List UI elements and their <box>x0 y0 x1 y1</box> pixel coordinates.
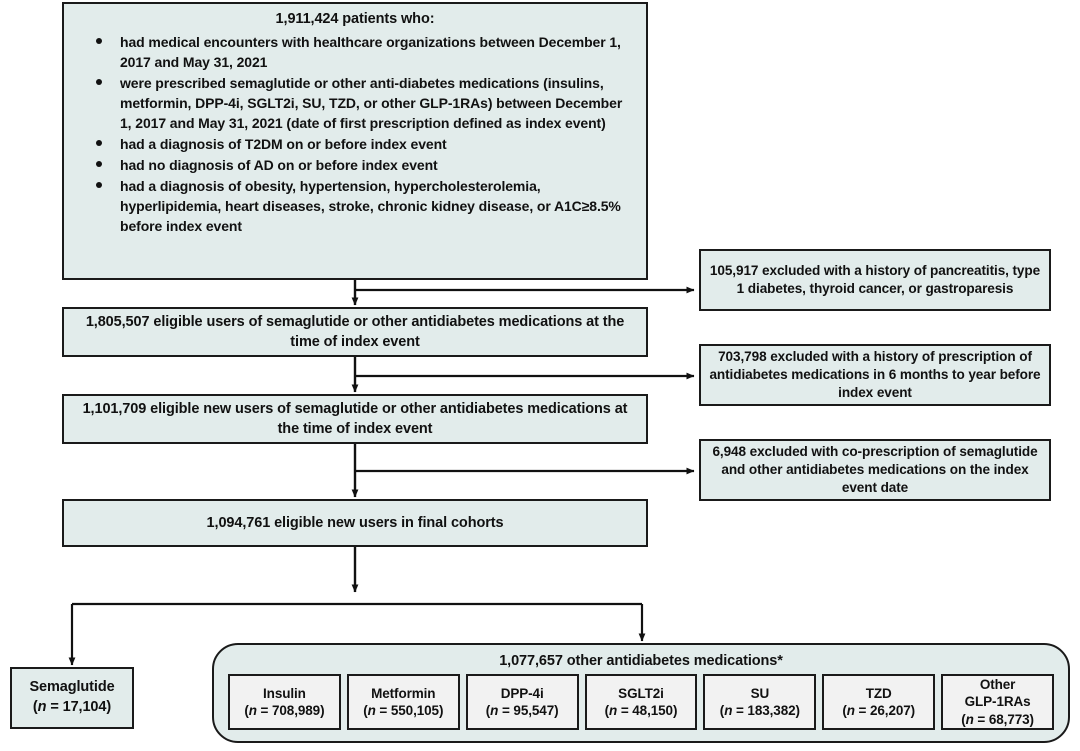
medication-box-tzd: TZD (n = 26,207) <box>822 674 936 730</box>
final-cohorts-box: 1,094,761 eligible new users in final co… <box>62 499 648 547</box>
criteria-text: had medical encounters with healthcare o… <box>120 33 621 70</box>
exclusion-box-1: 105,917 excluded with a history of pancr… <box>699 249 1051 311</box>
medication-name: SU <box>750 685 770 701</box>
medication-box-dpp4i: DPP-4i (n = 95,547) <box>465 674 579 730</box>
medication-name: DPP-4i <box>500 685 544 701</box>
cohort-source-box: 1,911,424 patients who: had medical enco… <box>62 2 648 280</box>
exclusion-box-2: 703,798 excluded with a history of presc… <box>699 344 1051 406</box>
exclusion-box-3: 6,948 excluded with co-prescription of s… <box>699 439 1051 501</box>
medication-box-metformin: Metformin (n = 550,105) <box>346 674 460 730</box>
medication-n: (n = 68,773) <box>961 711 1034 727</box>
bullet-icon <box>96 181 102 188</box>
criteria-item: had a diagnosis of obesity, hypertension… <box>74 176 636 236</box>
cohort-headline: 1,911,424 patients who: <box>275 11 435 27</box>
semaglutide-n: (n = 17,104) <box>32 699 112 715</box>
semaglutide-arm-box: Semaglutide (n = 17,104) <box>10 667 134 729</box>
medication-name-line2: GLP-1RAs <box>964 694 1031 710</box>
criteria-item: were prescribed semaglutide or other ant… <box>74 73 636 133</box>
criteria-item: had no diagnosis of AD on or before inde… <box>74 155 636 175</box>
semaglutide-label: Semaglutide <box>29 679 115 696</box>
criteria-item: had medical encounters with healthcare o… <box>74 32 636 72</box>
criteria-text: had no diagnosis of AD on or before inde… <box>120 156 438 173</box>
medication-box-su: SU (n = 183,382) <box>703 674 817 730</box>
bullet-icon <box>96 160 102 167</box>
medication-name: TZD <box>865 685 892 701</box>
eligible-users-box: 1,805,507 eligible users of semaglutide … <box>62 307 648 357</box>
medication-name-line1: Other <box>979 677 1016 693</box>
criteria-item: had a diagnosis of T2DM on or before ind… <box>74 134 636 154</box>
criteria-text: were prescribed semaglutide or other ant… <box>120 74 623 131</box>
medication-name: Metformin <box>371 685 436 701</box>
medication-box-insulin: Insulin (n = 708,989) <box>228 674 341 730</box>
cohort-criteria-list: had medical encounters with healthcare o… <box>74 32 636 237</box>
eligible-new-users-box: 1,101,709 eligible new users of semaglut… <box>62 394 648 444</box>
bullet-icon <box>96 78 102 85</box>
medication-n: (n = 26,207) <box>842 703 916 718</box>
medication-name: Insulin <box>263 685 306 701</box>
medication-breakdown-row: Insulin (n = 708,989) Metformin (n = 550… <box>224 674 1058 732</box>
bullet-icon <box>96 37 102 44</box>
other-arm-title: 1,077,657 other antidiabetes medications… <box>499 653 783 669</box>
medication-n: (n = 95,547) <box>485 703 559 718</box>
medication-box-other-glp1ras: Other GLP-1RAs (n = 68,773) <box>941 674 1055 730</box>
medication-box-sglt2i: SGLT2i (n = 48,150) <box>584 674 698 730</box>
medication-n: (n = 708,989) <box>244 703 325 718</box>
criteria-text: had a diagnosis of T2DM on or before ind… <box>120 135 447 152</box>
criteria-text: had a diagnosis of obesity, hypertension… <box>120 177 621 234</box>
medication-n: (n = 550,105) <box>363 703 444 718</box>
medication-name: SGLT2i <box>618 685 664 701</box>
bullet-icon <box>96 139 102 146</box>
other-antidiabetes-arm-box: 1,077,657 other antidiabetes medications… <box>212 643 1070 743</box>
medication-n: (n = 183,382) <box>719 703 800 718</box>
medication-n: (n = 48,150) <box>604 703 678 718</box>
